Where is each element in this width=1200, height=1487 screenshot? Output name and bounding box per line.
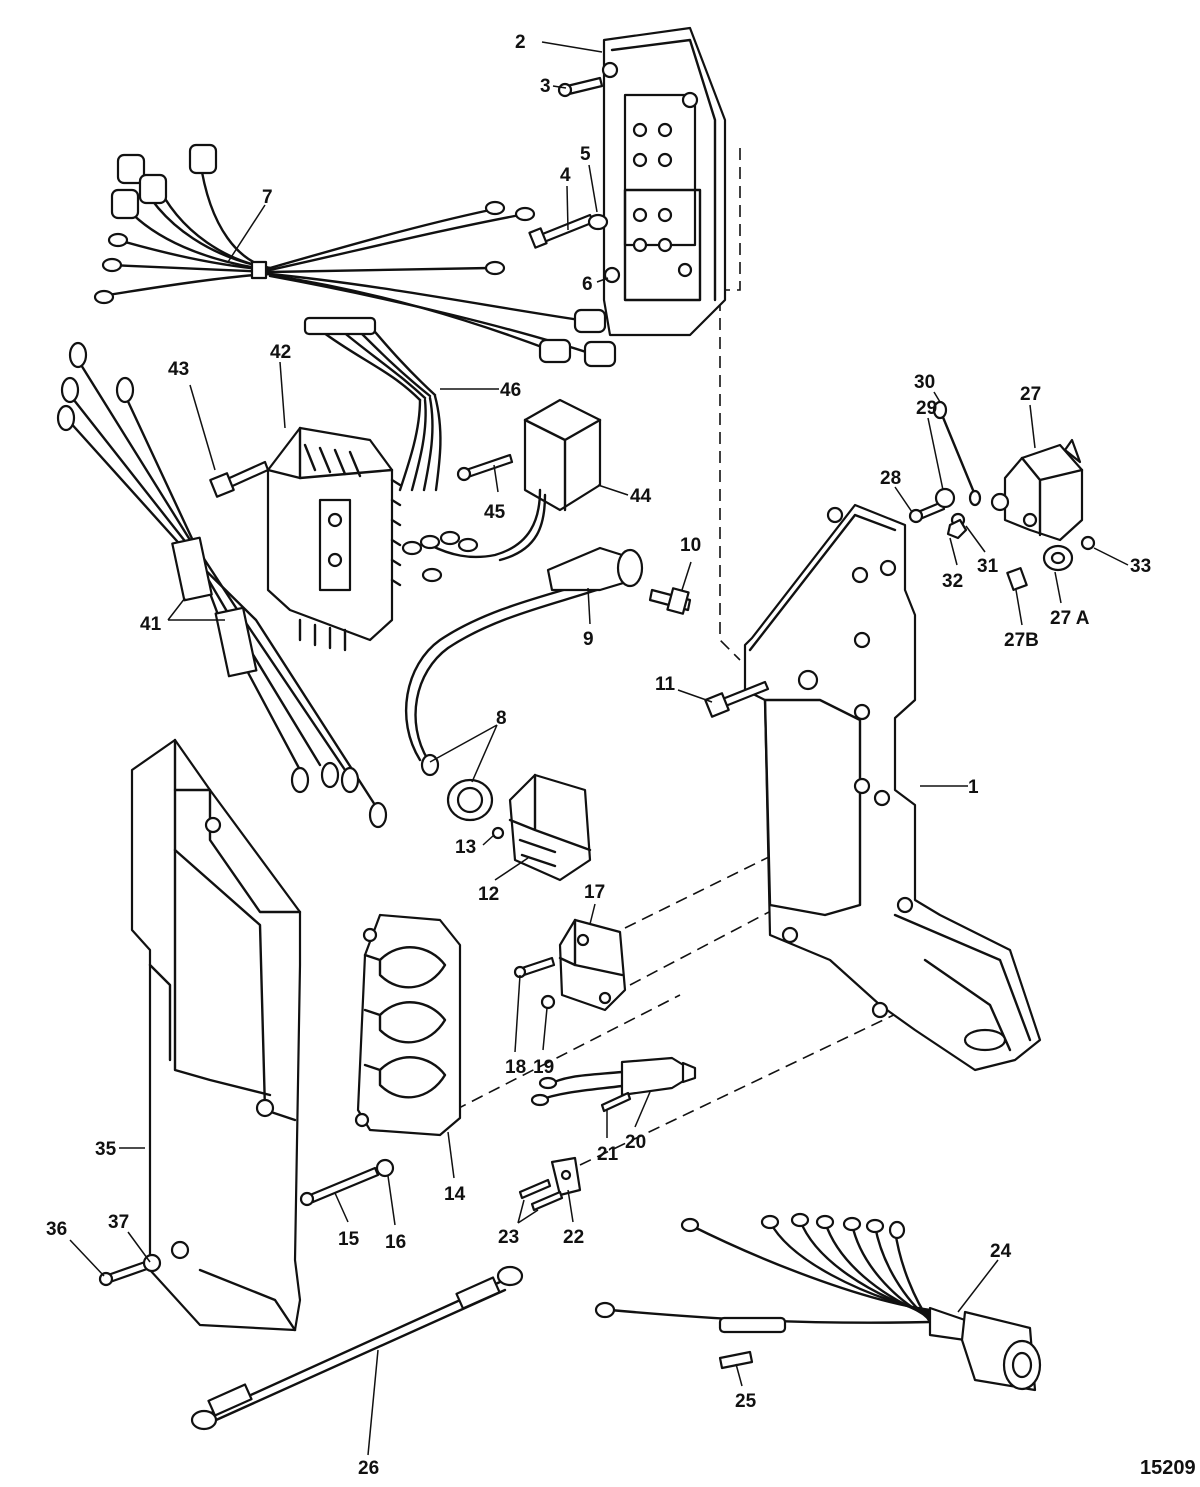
cover-35	[130, 738, 302, 1332]
solenoid-27	[990, 438, 1084, 542]
callout-32: 32	[942, 571, 963, 592]
screws-23	[518, 1178, 564, 1212]
callout-3: 3	[540, 76, 551, 97]
switch-box-hardware	[528, 76, 621, 284]
callout-35: 35	[95, 1139, 117, 1160]
callout-20: 20	[625, 1132, 646, 1153]
callout-42: 42	[270, 342, 291, 363]
boot-8	[446, 778, 494, 822]
callout-6: 6	[582, 274, 593, 295]
callout-16: 16	[385, 1232, 406, 1253]
callout-27: 27	[1020, 384, 1041, 405]
callout-19: 19	[533, 1057, 554, 1078]
cable-9	[404, 546, 644, 777]
module-17	[558, 918, 627, 1012]
callout-31: 31	[977, 556, 999, 577]
switch-box	[601, 26, 727, 337]
callout-28: 28	[880, 468, 901, 489]
washer-16	[375, 1158, 395, 1178]
callout-37: 37	[108, 1212, 129, 1233]
sensor-20	[530, 1056, 697, 1107]
callout-25: 25	[735, 1391, 757, 1412]
solenoid-hardware	[908, 400, 1096, 591]
callout-labels: 1 2 3 4 5 6 7 8 9 10 11 12 13 14 15 16 1…	[46, 32, 1151, 1479]
callout-24: 24	[990, 1241, 1012, 1262]
callout-9: 9	[583, 629, 594, 650]
callout-27b: 27B	[1004, 630, 1039, 651]
callout-33: 33	[1130, 556, 1151, 577]
bolt-15	[299, 1166, 380, 1207]
callout-45: 45	[484, 502, 506, 523]
callout-5: 5	[580, 144, 591, 165]
callout-11: 11	[655, 674, 676, 695]
nut-19	[540, 994, 556, 1010]
figure-number: 15209	[1140, 1457, 1196, 1479]
harness-46	[303, 316, 442, 492]
coil-12	[491, 773, 592, 882]
callout-29: 29	[916, 398, 937, 419]
callout-17: 17	[584, 882, 605, 903]
callout-27a: 27 A	[1050, 608, 1090, 629]
fuse-25	[718, 1350, 754, 1370]
bolt-43	[209, 460, 270, 498]
callout-14: 14	[444, 1184, 466, 1205]
spark-plug-10	[648, 587, 692, 615]
callout-15: 15	[338, 1229, 360, 1250]
screw-45	[456, 453, 514, 482]
mounting-plate-1	[743, 503, 1042, 1072]
callout-41: 41	[140, 614, 162, 635]
bolt-11	[704, 680, 770, 718]
screw-18	[513, 956, 556, 979]
coil-pack-14	[354, 913, 462, 1137]
callout-8: 8	[496, 708, 507, 729]
callout-2: 2	[515, 32, 526, 53]
callout-10: 10	[680, 535, 701, 556]
callout-4: 4	[560, 165, 571, 186]
callout-23: 23	[498, 1227, 519, 1248]
callout-12: 12	[478, 884, 499, 905]
harness-41	[56, 341, 388, 829]
callout-1: 1	[968, 777, 979, 798]
callout-18: 18	[505, 1057, 526, 1078]
callout-13: 13	[455, 837, 476, 858]
ground-strap-26	[190, 1265, 524, 1431]
callout-36: 36	[46, 1219, 67, 1240]
callout-30: 30	[914, 372, 935, 393]
screw-36	[98, 1260, 149, 1287]
callout-22: 22	[563, 1227, 584, 1248]
callout-44: 44	[630, 486, 652, 507]
rectifier-42	[266, 426, 402, 652]
callout-43: 43	[168, 359, 189, 380]
callout-46: 46	[500, 380, 521, 401]
callout-26: 26	[358, 1458, 379, 1479]
wire-harness-7	[93, 143, 617, 368]
callout-7: 7	[262, 187, 273, 208]
module-44	[401, 398, 602, 583]
harness-24	[594, 1212, 1042, 1392]
leader-lines	[69, 41, 1129, 1456]
clamp-22	[550, 1156, 582, 1197]
callout-21: 21	[597, 1144, 619, 1165]
screw-21	[600, 1091, 632, 1113]
